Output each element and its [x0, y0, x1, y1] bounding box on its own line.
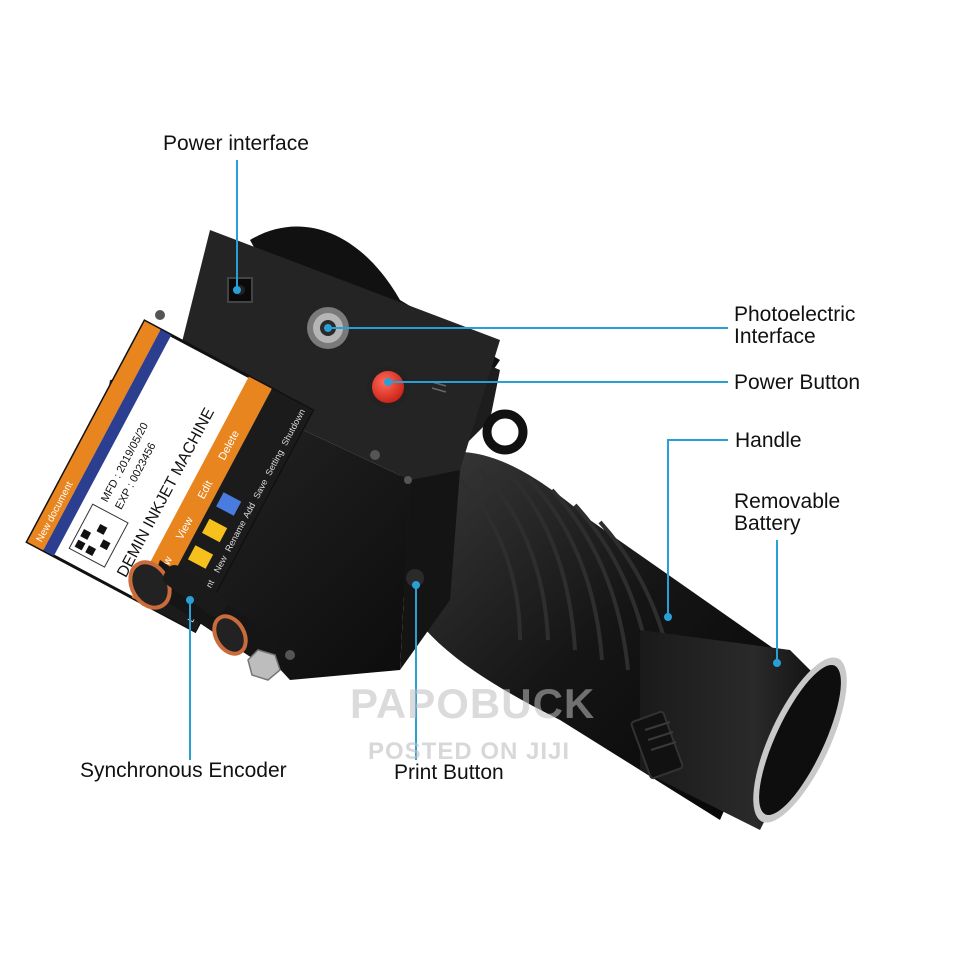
watermark-main: PAPOBUCK: [350, 680, 596, 727]
print-button: [406, 569, 424, 587]
label-photoelectric-interface: Photoelectric Interface: [734, 303, 856, 348]
power-button: [367, 366, 409, 408]
leader-lines: [186, 160, 781, 760]
synchronous-encoder: [128, 560, 281, 681]
label-power-interface: Power interface: [163, 132, 309, 155]
removable-battery: [630, 630, 847, 830]
label-removable-battery: Removable Battery: [734, 490, 841, 535]
label-handle: Handle: [735, 429, 802, 452]
label-synchronous-encoder: Synchronous Encoder: [80, 759, 287, 782]
leader-handle: [667, 439, 728, 617]
watermark-sub: POSTED ON JIJI: [368, 738, 571, 765]
label-print-button: Print Button: [394, 761, 504, 784]
label-power-button: Power Button: [734, 371, 861, 394]
